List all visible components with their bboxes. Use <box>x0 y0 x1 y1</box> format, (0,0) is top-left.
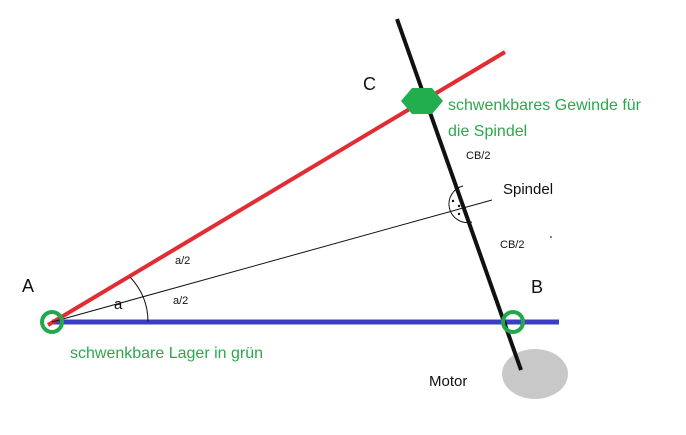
half-angle-lower-label: a/2 <box>173 295 188 307</box>
point-label-b: B <box>531 277 543 297</box>
angle-label-a: a <box>114 296 123 313</box>
spindle-label: Spindel <box>503 181 553 198</box>
right-angle-dot <box>451 199 455 203</box>
angle-arc-a <box>129 276 149 323</box>
motor-label: Motor <box>429 373 467 390</box>
segment-lower-label: CB/2 <box>500 239 524 251</box>
bearings-label: schwenkbare Lager in grün <box>70 345 263 362</box>
stray-dot <box>550 236 552 238</box>
thread-hexagon <box>401 88 443 114</box>
point-label-c: C <box>363 74 376 94</box>
pivot-b <box>501 310 525 334</box>
pivot-a <box>40 310 64 334</box>
thread-label-line1: schwenkbares Gewinde für <box>448 97 642 114</box>
red-arm-line <box>46 50 507 327</box>
right-angle-dot <box>457 204 461 208</box>
thread-label-line2: die Spindel <box>448 123 527 140</box>
segment-upper-label: CB/2 <box>466 150 490 162</box>
spindle-line <box>395 18 523 371</box>
bisector-line <box>51 199 493 323</box>
half-angle-upper-label: a/2 <box>175 255 190 267</box>
point-label-a: A <box>22 276 34 296</box>
motor-ellipse <box>502 349 568 399</box>
right-angle-dot <box>457 212 461 216</box>
right-angle-arc <box>448 185 473 224</box>
